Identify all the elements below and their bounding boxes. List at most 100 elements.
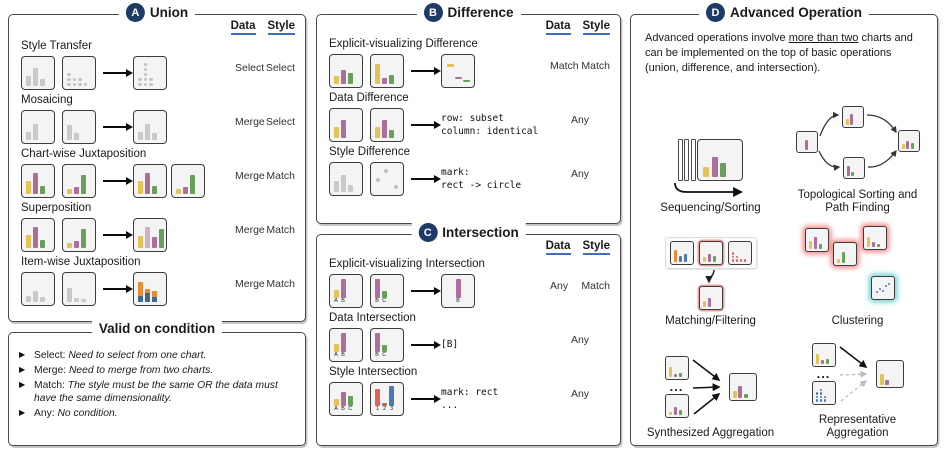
bar-chart-icon (62, 110, 96, 144)
bar-chart-icon (804, 227, 829, 252)
data-value: Any (550, 280, 569, 292)
ellipsis-text: ... (816, 365, 831, 381)
data-value: Any (570, 334, 590, 346)
difference-col-data: Data (545, 20, 571, 35)
condition-match: ▶Match: The style must be the same OR th… (19, 380, 297, 406)
condition-desc: The style must be the same OR the data m… (34, 380, 278, 405)
bar-chart-icon (329, 162, 363, 196)
style-value: Match (266, 278, 295, 290)
dot-chart-result-icon (133, 56, 167, 90)
labeled-bar-chart-icon: A B C (329, 382, 363, 416)
advanced-item-caption: Representative Aggregation (818, 413, 897, 440)
bar-chart-icon (811, 342, 836, 367)
bar-chart-icon (370, 108, 404, 142)
dot-chart-icon (62, 56, 96, 90)
arrow-icon (103, 233, 126, 237)
dot-chart-icon (727, 240, 752, 265)
row-label: Chart-wise Juxtaposition (21, 148, 147, 160)
advanced-description: Advanced operations involve more than tw… (645, 32, 913, 75)
labeled-bar-chart-icon: B C (370, 274, 404, 308)
advanced-item-caption: Sequencing/Sorting (660, 202, 761, 215)
row-style-difference: Style Difference mark:rect -> circle Any (329, 146, 614, 197)
condition-select: ▶Select: Need to select from one chart. (19, 350, 297, 363)
conditions-box: Valid on condition ▶Select: Need to sele… (8, 321, 306, 446)
converging-arrows-icon (692, 359, 721, 416)
arrow-icon (103, 125, 126, 129)
representative-arrows-icon (839, 346, 867, 402)
synthesized-diagram: ... (664, 352, 757, 422)
row-label: Mosaicing (21, 94, 73, 106)
bar-chart-result-icon (728, 373, 757, 402)
labeled-bar-chart-icon: B C (370, 328, 404, 362)
dot-chart-icon (811, 380, 836, 405)
row-label: Data Difference (329, 92, 409, 104)
bar-chart-icon (795, 130, 818, 153)
data-value: Merge (235, 224, 265, 236)
superposed-chart-result-icon (133, 218, 167, 252)
bar-chart-icon (21, 110, 55, 144)
topological-arrows-icon (817, 111, 897, 171)
union-col-style: Style (267, 20, 295, 35)
bar-chart-icon (21, 164, 55, 198)
arrow-icon (103, 71, 126, 75)
advanced-item-caption: Topological Sorting and Path Finding (797, 188, 918, 215)
arrow-icon (103, 179, 126, 183)
bar-chart-icon (669, 240, 694, 265)
bar-chart-icon (862, 225, 887, 250)
labeled-bar-chart-icon: A B (329, 274, 363, 308)
badge-a-icon: A (125, 3, 145, 22)
arrow-icon (411, 177, 434, 181)
labeled-bar-chart-icon: 1 2 3 (370, 382, 404, 416)
condition-desc: No condition. (57, 408, 118, 420)
conditions-header: Valid on condition (91, 321, 223, 336)
labeled-bar-chart-icon: A B (329, 328, 363, 362)
bar-chart-result-icon (133, 164, 167, 198)
panel-advanced: D Advanced Operation Advanced operations… (630, 3, 938, 446)
row-data-intersection: Data Intersection A B B C [B] Any (329, 312, 614, 363)
sequence-arrow-icon (673, 183, 743, 198)
condition-merge: ▶Merge: Need to merge from two charts. (19, 365, 297, 378)
scatter-chart-icon (370, 162, 404, 196)
panel-union: A Union Data Style Style Transfer Select… (8, 3, 306, 322)
data-value: Select (235, 62, 265, 74)
row-explicit-intersection: Explicit-visualizing Intersection A B B … (329, 258, 614, 309)
row-label: Item-wise Juxtaposition (21, 256, 141, 268)
advanced-item-caption: Synthesized Aggregation (646, 427, 775, 440)
stacked-charts-icon (677, 139, 744, 182)
advanced-item-caption: Matching/Filtering (665, 314, 756, 327)
bar-chart-icon (698, 240, 723, 265)
intersection-code-result: mark: rect... (441, 386, 499, 411)
condition-any: ▶Any: No condition. (19, 408, 297, 421)
arrow-icon (411, 69, 434, 73)
bar-chart-icon (832, 241, 857, 266)
bar-chart-icon (664, 394, 689, 419)
condition-desc: Need to select from one chart. (68, 349, 207, 361)
panel-difference-title: Difference (447, 5, 514, 20)
arrow-icon (411, 397, 434, 401)
difference-code-result: mark:rect -> circle (441, 166, 522, 191)
badge-b-icon: B (423, 3, 443, 22)
advanced-item-caption: Clustering (831, 314, 884, 327)
row-style-intersection: Style Intersection A B C 1 2 3 mark: rec… (329, 366, 614, 417)
intersection-col-data: Data (545, 240, 571, 255)
condition-term: Select: (34, 349, 66, 361)
difference-col-style: Style (582, 20, 610, 35)
style-value: Match (266, 224, 295, 236)
chart-list (664, 236, 757, 269)
panel-difference-header: B Difference (416, 3, 521, 22)
topological-diagram (794, 105, 922, 184)
filter-arrow-icon (704, 269, 715, 284)
bar-chart-icon (62, 272, 96, 306)
panel-intersection-header: C Intersection (411, 223, 526, 242)
bar-chart-icon (370, 54, 404, 88)
bar-chart-icon (62, 218, 96, 252)
badge-d-icon: D (705, 3, 725, 22)
intersection-column-headers: Data Style (545, 240, 610, 255)
representative-diagram: ... (811, 339, 904, 409)
style-value: Select (265, 62, 295, 74)
arrow-icon (411, 123, 434, 127)
